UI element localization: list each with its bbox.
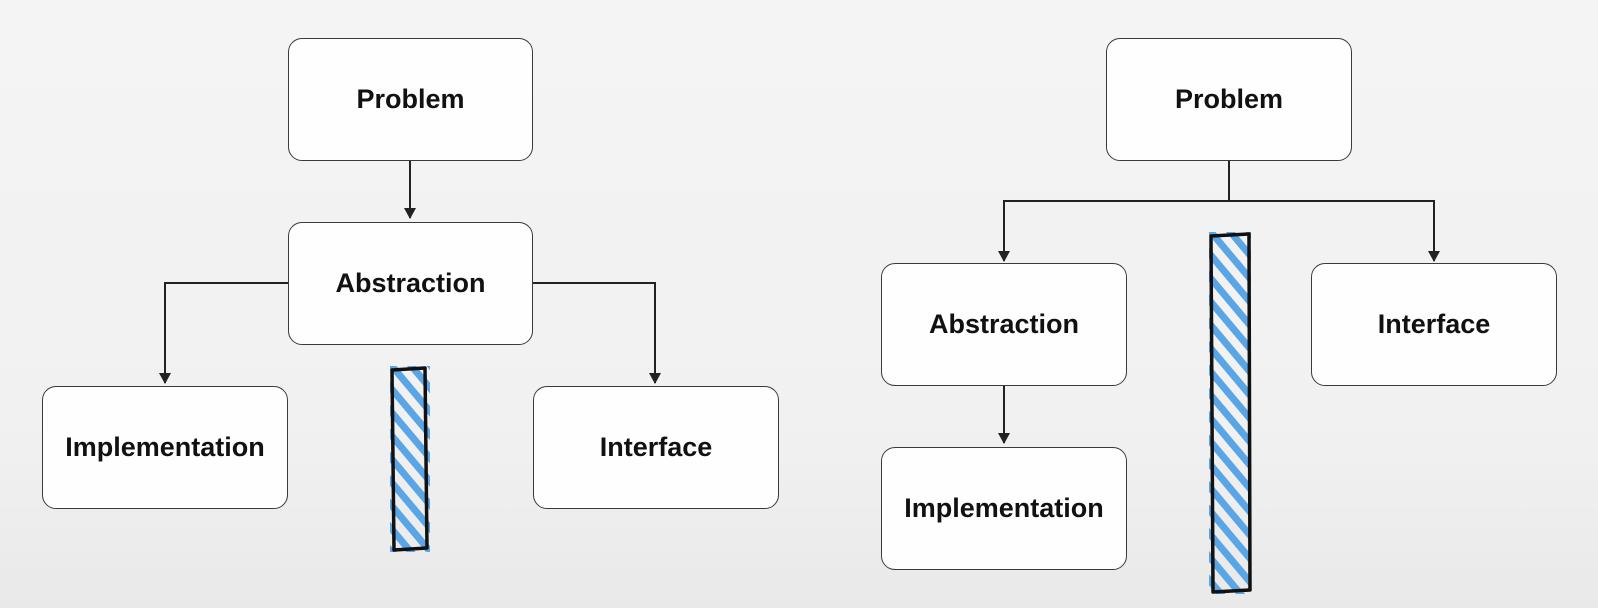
- left-implementation-node: Implementation: [42, 386, 288, 509]
- right-implementation-node: Implementation: [881, 447, 1127, 570]
- edge-abstraction-to-implementation-left: [159, 282, 288, 384]
- right-abstraction-node: Abstraction: [881, 263, 1127, 386]
- edge-problem-to-abstraction-right: [998, 200, 1229, 262]
- right-separator-hatched-bar: [1209, 232, 1252, 594]
- left-interface-node: Interface: [533, 386, 779, 509]
- left-problem-node: Problem: [288, 38, 533, 161]
- right-problem-node: Problem: [1106, 38, 1352, 161]
- left-separator-hatched-bar: [390, 366, 430, 552]
- edge-abstraction-to-interface-left: [532, 282, 661, 384]
- left-abstraction-node: Abstraction: [288, 222, 533, 345]
- right-interface-node: Interface: [1311, 263, 1557, 386]
- edge-problem-to-interface-right: [1229, 200, 1440, 262]
